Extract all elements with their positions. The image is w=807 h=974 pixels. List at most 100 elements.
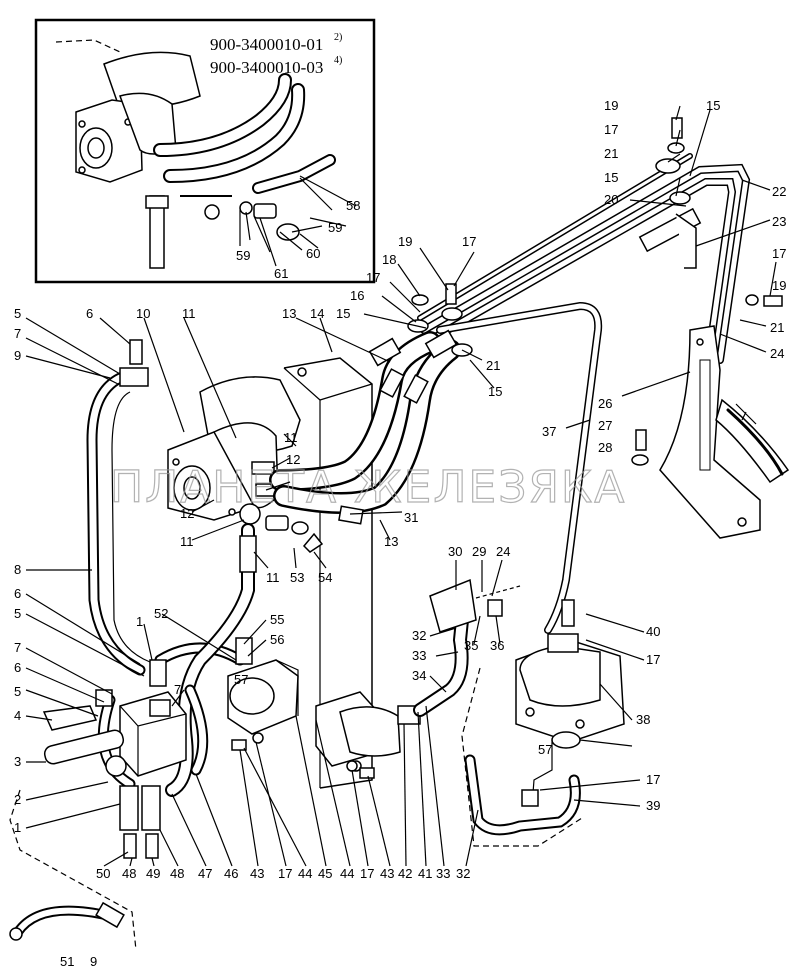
callout-38: 38 <box>636 712 650 727</box>
callout-47: 47 <box>198 866 212 881</box>
callout-11-lower: 11 <box>180 534 194 549</box>
callout-51: 51 <box>60 954 74 969</box>
inset-code-1-note: 2) <box>334 32 342 43</box>
callout-26: 26 <box>598 396 612 411</box>
callout-36: 36 <box>490 638 504 653</box>
callout-46: 46 <box>224 866 238 881</box>
callout-33-bottom: 33 <box>436 866 450 881</box>
callout-43-left: 43 <box>250 866 264 881</box>
callout-48-right: 48 <box>170 866 184 881</box>
callout-52: 52 <box>154 606 168 621</box>
callout-17-right-mid: 17 <box>646 652 660 667</box>
callout-24-right: 24 <box>770 346 784 361</box>
filter-57-left <box>227 637 299 735</box>
callout-6-top: 6 <box>86 306 93 321</box>
callout-30: 30 <box>448 544 462 559</box>
auxiliary-hose-51 <box>9 789 137 951</box>
callout-7-low: 7 <box>174 682 181 697</box>
callout-6-low: 6 <box>14 660 21 675</box>
callout-13-bottom: 13 <box>384 534 398 549</box>
callout-18: 18 <box>382 252 396 267</box>
callout-7-mid: 7 <box>14 640 21 655</box>
callout-59-right: 59 <box>328 220 342 235</box>
callout-9-top: 9 <box>14 348 21 363</box>
callout-41: 41 <box>418 866 432 881</box>
steel-pipes <box>417 153 751 634</box>
callout-12-lower: 12 <box>180 506 194 521</box>
inset-code-2: 900-3400010-03 <box>210 58 323 77</box>
callout-29: 29 <box>472 544 486 559</box>
callout-20: 20 <box>604 192 618 207</box>
callout-37: 37 <box>542 424 556 439</box>
callout-31: 31 <box>404 510 418 525</box>
callout-3: 3 <box>14 754 21 769</box>
callout-19-center: 19 <box>398 234 412 249</box>
callout-23: 23 <box>772 214 786 229</box>
hose-34 <box>413 578 521 717</box>
pump-57-right <box>461 599 625 847</box>
callout-4: 4 <box>14 708 21 723</box>
callout-32-bottom: 32 <box>456 866 470 881</box>
inset-code-1: 900-3400010-01 <box>210 35 323 54</box>
callout-33-mid: 33 <box>412 648 426 663</box>
callout-5-low: 5 <box>14 684 21 699</box>
callout-21-center: 21 <box>486 358 500 373</box>
callout-17-top: 17 <box>604 122 618 137</box>
callout-11-bottom: 11 <box>266 570 280 585</box>
callout-58: 58 <box>346 198 360 213</box>
callout-2: 2 <box>14 792 21 807</box>
callout-54: 54 <box>318 570 332 585</box>
callout-9-bottom: 9 <box>90 954 97 969</box>
callout-12-upper: 12 <box>286 452 300 467</box>
callout-56: 56 <box>270 632 284 647</box>
callout-6-mid: 6 <box>14 586 21 601</box>
callout-1-bottom: 1 <box>14 820 21 835</box>
callout-15-mid: 15 <box>604 170 618 185</box>
callout-19-top: 19 <box>604 98 618 113</box>
callout-11-mid: 11 <box>284 430 298 445</box>
callout-16: 16 <box>350 288 364 303</box>
callout-15-center-low: 15 <box>488 384 502 399</box>
callout-15-top: 15 <box>706 98 720 113</box>
callout-45: 45 <box>318 866 332 881</box>
watermark: ПЛАНЕТА ЖЕЛЕЗЯКА <box>110 462 626 513</box>
left-hoses <box>86 339 257 797</box>
callout-53: 53 <box>290 570 304 585</box>
leader-lines <box>25 105 777 867</box>
callout-5-mid: 5 <box>14 606 21 621</box>
callout-57-right: 57 <box>538 742 552 757</box>
callout-17-bottom-right: 17 <box>360 866 374 881</box>
fasteners <box>231 117 783 779</box>
callout-labels: 58 59 60 59 61 19 15 17 21 15 20 22 23 1… <box>14 98 786 969</box>
callout-57-left: 57 <box>234 672 248 687</box>
bracket-26 <box>659 325 790 539</box>
callout-17-center-low: 17 <box>366 270 380 285</box>
callout-19-right: 19 <box>772 278 786 293</box>
callout-27: 27 <box>598 418 612 433</box>
callout-15-center: 15 <box>336 306 350 321</box>
callout-50: 50 <box>96 866 110 881</box>
callout-8: 8 <box>14 562 21 577</box>
callout-60: 60 <box>306 246 320 261</box>
inset-panel: 900-3400010-01 2) 900-3400010-03 4) <box>34 18 376 284</box>
callout-7-top: 7 <box>14 326 21 341</box>
callout-34: 34 <box>412 668 426 683</box>
callout-10: 10 <box>136 306 150 321</box>
callout-39: 39 <box>646 798 660 813</box>
callout-1-top: 1 <box>136 614 143 629</box>
callout-14: 14 <box>310 306 324 321</box>
callout-44-left: 44 <box>298 866 312 881</box>
callout-17-right: 17 <box>772 246 786 261</box>
callout-5-top: 5 <box>14 306 21 321</box>
callout-55: 55 <box>270 612 284 627</box>
callout-32-mid: 32 <box>412 628 426 643</box>
callout-11-top: 11 <box>182 306 196 321</box>
callout-44-right: 44 <box>340 866 354 881</box>
callout-21-top: 21 <box>604 146 618 161</box>
callout-42: 42 <box>398 866 412 881</box>
control-valve <box>42 659 187 859</box>
callout-43-right: 43 <box>380 866 394 881</box>
callout-28: 28 <box>598 440 612 455</box>
callout-17-center: 17 <box>462 234 476 249</box>
